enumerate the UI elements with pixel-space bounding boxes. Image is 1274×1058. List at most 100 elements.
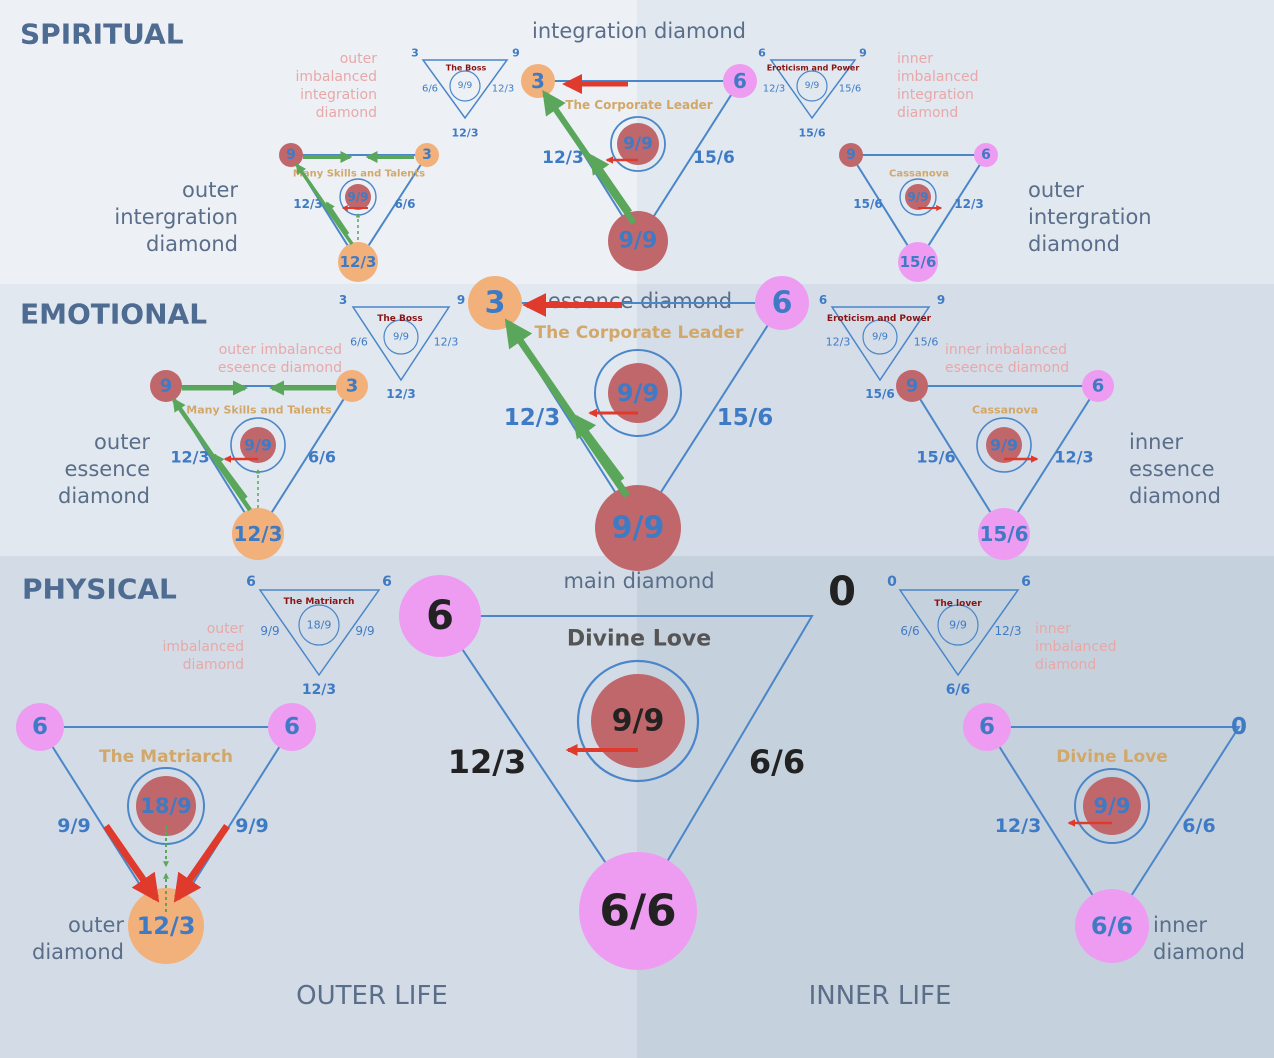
essence_inner_imb-title: Eroticism and Power [827, 314, 932, 324]
essence-inner-triangle [910, 385, 1100, 536]
label-outer-essence-line-2: diamond [58, 484, 150, 508]
integration_outer_imb-center-value: 9/9 [458, 81, 473, 91]
integration_main-side-left: 12/3 [542, 148, 584, 168]
essence_inner-side-right: 12/3 [1054, 448, 1093, 467]
integration_main-right-vertex-value: 6 [733, 69, 747, 93]
integration_inner-title: Cassanova [889, 169, 949, 180]
essence_inner-side-left: 15/6 [916, 448, 955, 467]
essence_inner_imb-bottom-vertex-value: 15/6 [865, 387, 894, 401]
essence-outer-imb-triangle [351, 306, 451, 382]
main_outer-title: The Matriarch [99, 747, 233, 767]
main_outer-left-vertex-circle [16, 703, 64, 751]
essence_main-title: The Corporate Leader [535, 323, 744, 343]
essence-outer-green-arrow-short [212, 453, 248, 500]
integration_main-left-vertex-value: 3 [531, 69, 545, 93]
label-integration-diamond: integration diamond [532, 19, 746, 43]
essence_outer-bottom-vertex-value: 12/3 [233, 522, 282, 546]
label-outer-integration-line-2: diamond [146, 232, 238, 256]
label-outer-diamond-line-1: diamond [32, 940, 124, 964]
main_outer-center-circle [136, 776, 196, 836]
integration_inner_imb-bottom-vertex-value: 15/6 [799, 127, 826, 140]
label-essence-diamond: essence diamond [548, 289, 732, 313]
main_inner-left-vertex-circle [963, 703, 1011, 751]
essence_outer_imb-right-vertex-value: 9 [457, 293, 465, 307]
main_inner-right-vertex-value: 0 [1231, 714, 1247, 740]
essence_outer-right-vertex-circle [336, 370, 368, 402]
integration_outer-right-vertex-circle [415, 143, 439, 167]
label-outer-essence-line-1: essence [65, 457, 151, 481]
essence_inner-bottom-vertex-value: 15/6 [979, 522, 1028, 546]
integration-outer-imb-triangle [421, 59, 509, 120]
integration-main-green-arrow-short [589, 153, 633, 214]
essence-main-triangle [493, 302, 784, 530]
label-inner-essence-line-0: inner [1129, 430, 1183, 454]
integration_inner-left-vertex-circle [839, 143, 863, 167]
essence_inner-left-vertex-value: 9 [906, 376, 919, 397]
main_outer_imb-center-value: 18/9 [307, 619, 332, 632]
integration_inner_imb-center-ring [796, 70, 828, 102]
band-physical-outer [0, 556, 637, 1058]
main_inner_imb-center-value: 9/9 [949, 619, 967, 632]
main_inner_imb-left-vertex-value: 0 [887, 574, 897, 590]
essence_outer_imb-center-ring [383, 319, 419, 355]
label-inner-diamond-line-0: inner [1153, 913, 1207, 937]
main_inner-side-right: 6/6 [1182, 815, 1215, 837]
integration_main-bottom-vertex-value: 9/9 [619, 229, 658, 254]
essence_inner-right-vertex-value: 6 [1092, 376, 1105, 397]
integration_inner_imb-center-value: 9/9 [805, 81, 820, 91]
integration_outer-side-left: 12/3 [293, 197, 322, 211]
section-title-spiritual: SPIRITUAL [20, 18, 184, 51]
label-inner-integration-line-2: diamond [1028, 232, 1120, 256]
essence_outer-right-vertex-value: 3 [346, 376, 359, 397]
essence_main-side-right: 15/6 [717, 405, 773, 431]
label-outer-imbalanced-integration-line-2: integration [300, 87, 377, 103]
essence-outer-triangle [164, 385, 354, 536]
label-inner-essence-line-1: essence [1129, 457, 1215, 481]
label-outer-imbalanced-main-line-1: imbalanced [162, 639, 244, 655]
main_outer_imb-side-left: 9/9 [260, 624, 279, 638]
integration_inner_imb-right-vertex-value: 9 [859, 47, 867, 60]
label-outer-integration-line-0: outer [182, 178, 238, 202]
main_outer_imb-title: The Matriarch [284, 597, 355, 607]
label-inner-imbalanced-integration-line-3: diamond [897, 105, 958, 121]
main-outer-red-arrow-right [173, 824, 230, 903]
main_inner-title: Divine Love [1056, 747, 1168, 767]
integration_inner-side-right: 12/3 [954, 197, 983, 211]
essence-main-green-arrow-short [572, 413, 625, 482]
main_inner_imb-right-vertex-value: 6 [1021, 574, 1031, 590]
main_outer_imb-center-ring [298, 604, 340, 646]
main-inner-imb-triangle [898, 589, 1020, 677]
essence_main-bottom-vertex-circle [595, 485, 681, 571]
essence_outer-center-circle [240, 427, 276, 463]
main-title: Divine Love [567, 627, 711, 652]
essence_main-bottom-vertex-value: 9/9 [612, 511, 665, 546]
essence_main-right-vertex-circle [755, 276, 809, 330]
main_outer_imb-side-right: 9/9 [355, 624, 374, 638]
essence_inner-title: Cassanova [972, 404, 1038, 417]
essence_inner_imb-center-ring [862, 319, 898, 355]
integration_inner-right-vertex-circle [974, 143, 998, 167]
label-inner-imbalanced-main-line-0: inner [1035, 621, 1071, 637]
main_inner_imb-side-left: 6/6 [900, 624, 919, 638]
integration_inner-center-circle [905, 184, 931, 210]
essence_outer-title: Many Skills and Talents [186, 404, 332, 417]
essence-outer-green-arrow-long [172, 397, 252, 512]
main-right-vertex-value: 0 [828, 569, 856, 615]
essence_inner_imb-center-value: 9/9 [872, 332, 888, 343]
label-outer-imbalanced-integration-line-0: outer [340, 51, 378, 67]
essence_outer-left-vertex-value: 9 [160, 376, 173, 397]
essence_inner-center-ring [976, 417, 1032, 473]
label-outer-diamond-line-0: outer [68, 913, 124, 937]
integration_outer_imb-left-vertex-value: 3 [411, 47, 419, 60]
integration_outer_imb-center-ring [449, 70, 481, 102]
band-physical-inner [637, 556, 1274, 1058]
integration-main-green-arrow-long [542, 90, 637, 225]
essence_outer-side-left: 12/3 [170, 448, 209, 467]
essence_main-center-circle [608, 363, 668, 423]
integration_outer_imb-side-right: 12/3 [492, 84, 514, 95]
band-spiritual-outer [0, 0, 637, 284]
label-inner-imbalanced-integration-line-2: integration [897, 87, 974, 103]
main-bottom-vertex-value: 6/6 [599, 886, 676, 937]
